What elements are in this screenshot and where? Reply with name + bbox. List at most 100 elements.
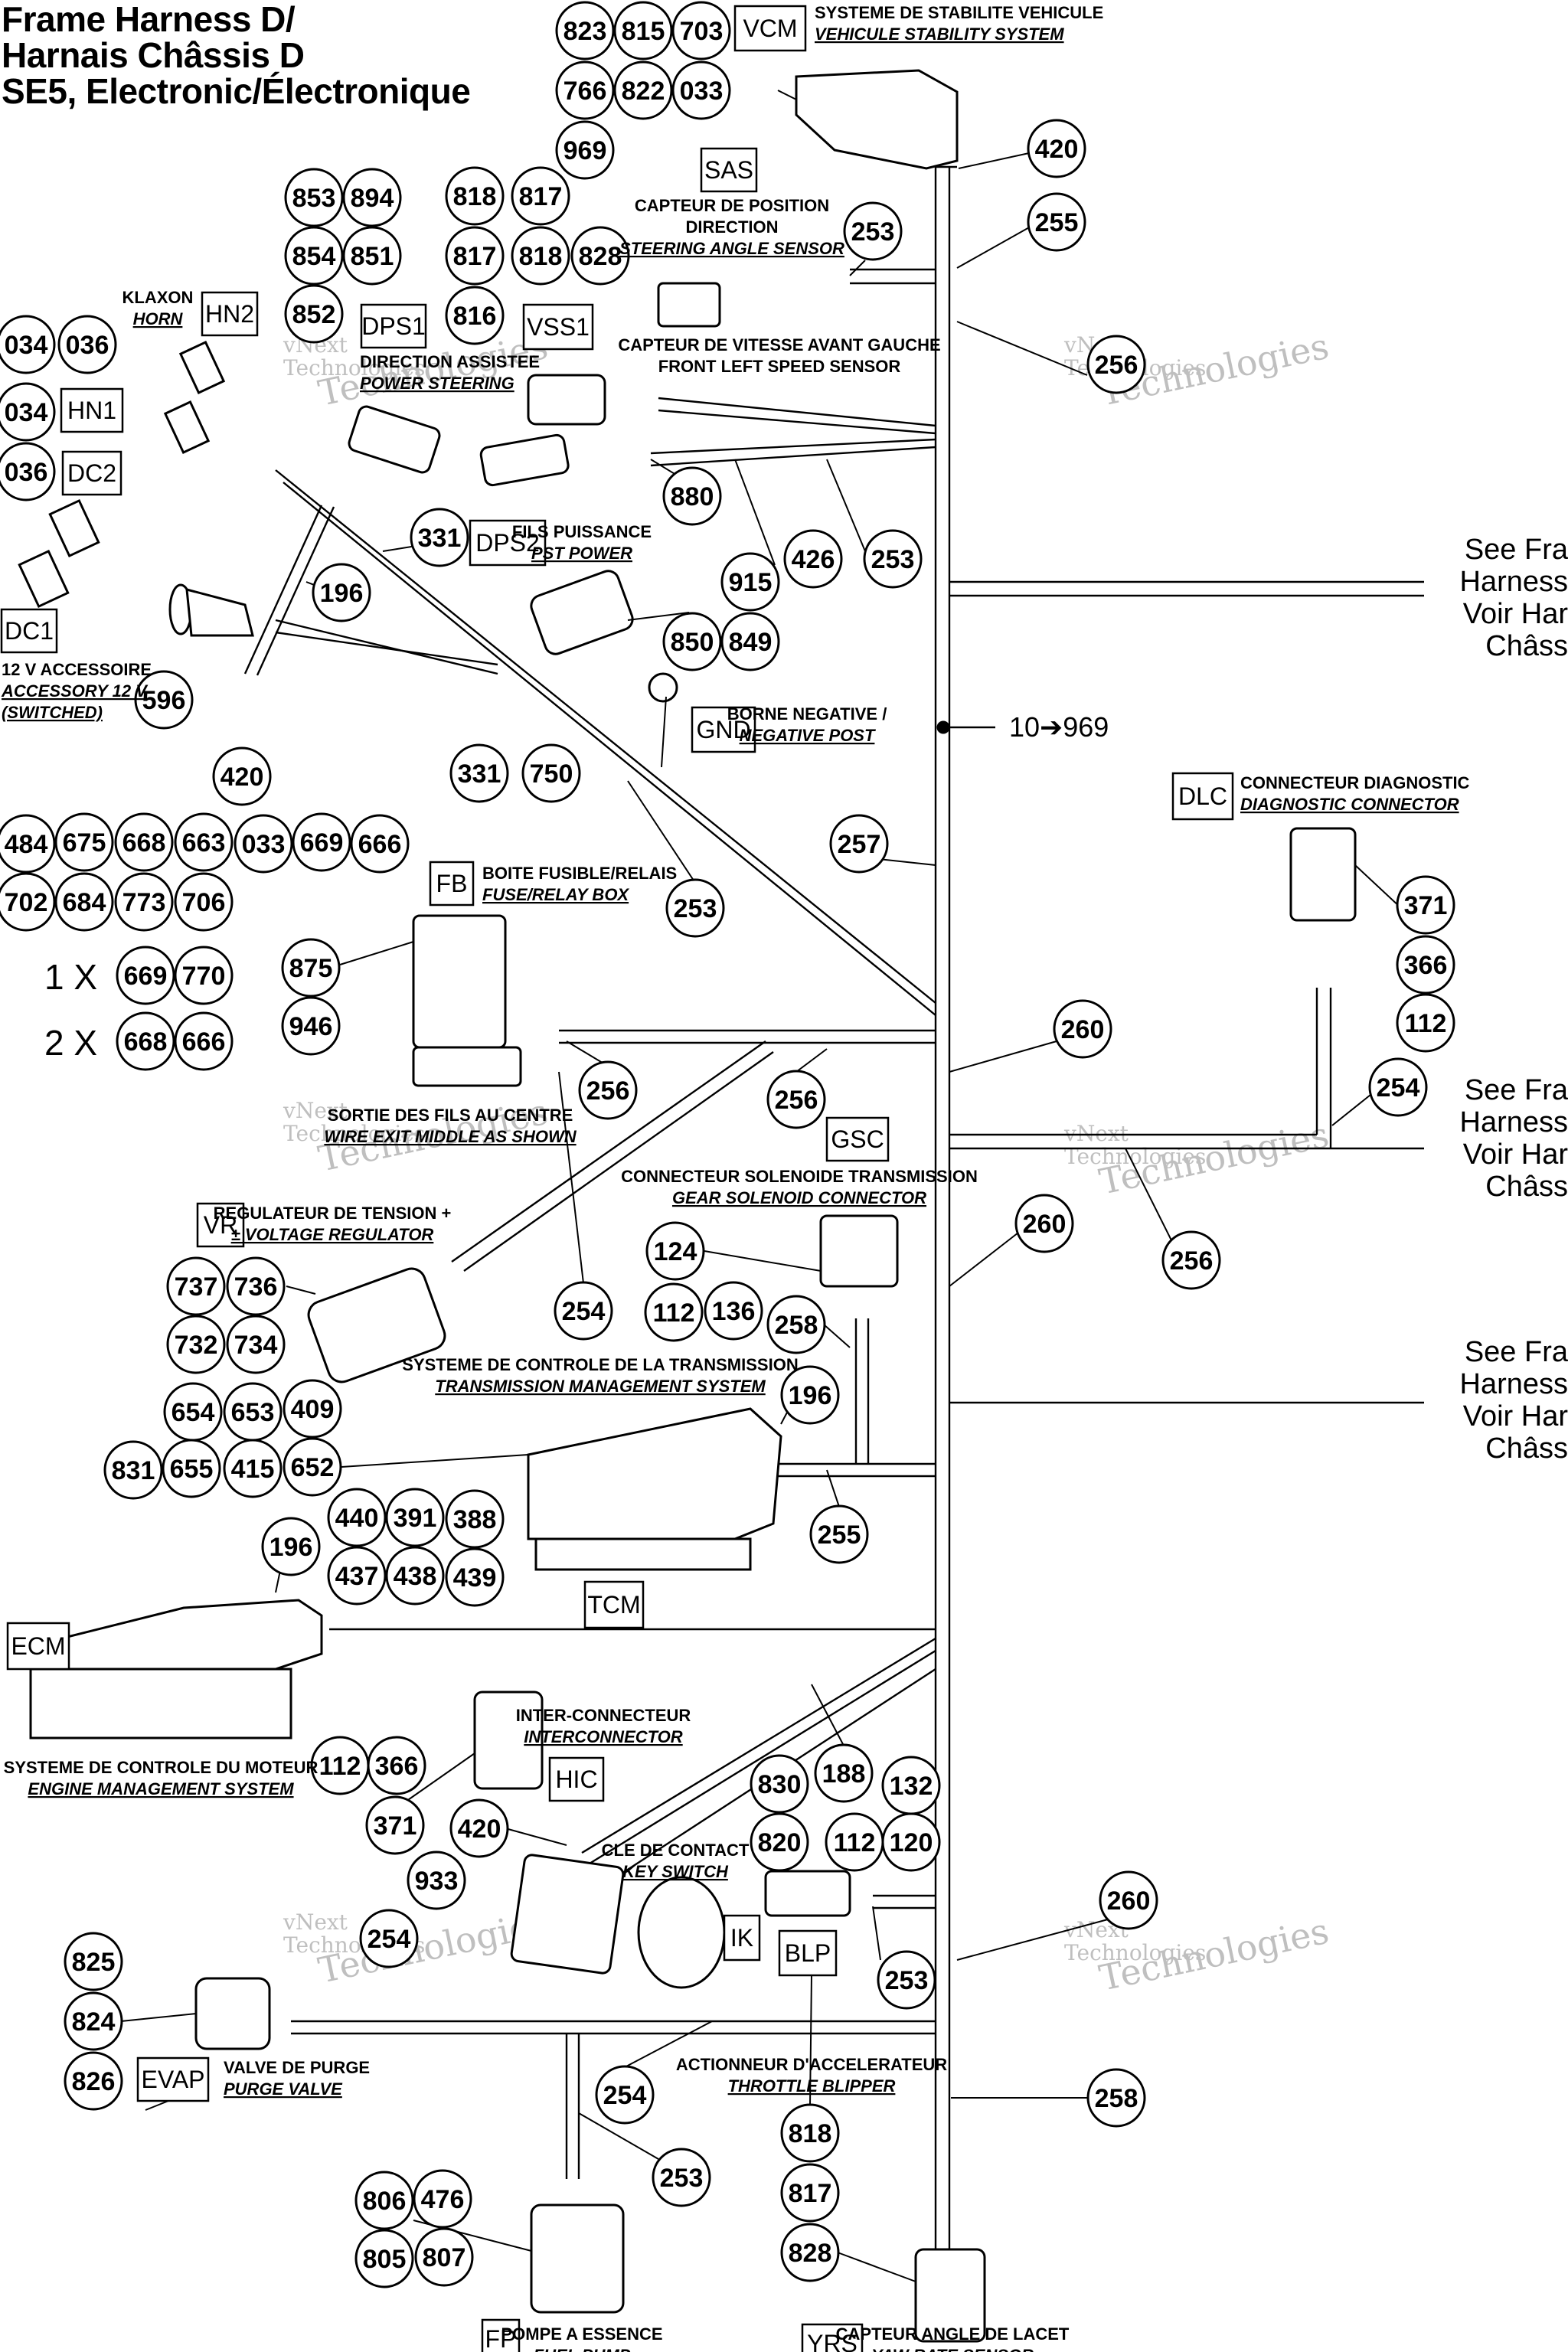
component-code-box: ECM: [6, 1622, 70, 1671]
part-bubble: 666: [350, 814, 410, 874]
part-bubble: 822: [613, 60, 673, 120]
component-code: DC2: [67, 459, 116, 487]
part-number: 033: [242, 830, 286, 859]
part-bubble: 253: [877, 1950, 936, 2010]
component-code: IK: [730, 1924, 753, 1952]
part-number: 736: [234, 1272, 278, 1302]
component-code-box: HN2: [201, 291, 259, 337]
label-french: CLE DE CONTACT: [602, 1841, 750, 1860]
see-note-line: Voir Har: [1463, 598, 1568, 630]
component-code: GND: [696, 716, 750, 743]
part-number: 875: [289, 954, 333, 983]
part-number: 849: [729, 628, 773, 657]
label-english: FRONT LEFT SPEED SENSOR: [658, 357, 901, 376]
label-french: CAPTEUR DE POSITION: [635, 196, 829, 215]
harness-wires: [243, 165, 1424, 2320]
part-bubble: 703: [671, 1, 731, 60]
component-code-box: HIC: [548, 1756, 605, 1802]
part-number: 196: [320, 579, 364, 608]
part-bubble: 820: [750, 1812, 809, 1872]
part-bubble: 366: [367, 1736, 426, 1795]
part-bubble: 669: [292, 812, 351, 872]
part-number: 703: [680, 17, 724, 46]
part-bubble: 388: [445, 1489, 505, 1549]
part-bubble: 663: [174, 812, 234, 872]
part-number: 253: [885, 1966, 929, 1995]
part-bubble: 815: [613, 1, 673, 60]
label-french: KLAXON: [122, 288, 194, 307]
part-bubble: 033: [234, 814, 293, 874]
component-code: BLP: [785, 1939, 831, 1967]
part-number: 426: [792, 545, 835, 574]
label-english: INTERCONNECTOR: [524, 1727, 682, 1746]
part-bubble: 409: [283, 1379, 342, 1439]
part-bubble: 736: [226, 1256, 286, 1316]
component-code-box: FB: [429, 861, 475, 906]
component-code-box: BLP: [778, 1929, 838, 1977]
part-number: 415: [231, 1455, 275, 1484]
part-number: 915: [729, 568, 773, 597]
component-code-box: EVAP: [136, 2056, 210, 2102]
part-bubble: 371: [365, 1795, 425, 1855]
part-bubble: 253: [843, 201, 903, 261]
label-english: PURGE VALVE: [224, 2079, 343, 2099]
part-bubble: 969: [555, 120, 615, 180]
part-number: 817: [519, 182, 563, 211]
part-bubble: 036: [0, 442, 56, 501]
part-bubble: 875: [281, 938, 341, 998]
part-number: 196: [270, 1533, 313, 1562]
part-number: 256: [586, 1076, 630, 1106]
part-number: 818: [519, 242, 563, 271]
part-number: 684: [63, 888, 106, 917]
title-line-3: SE5, Electronic/Électronique: [2, 71, 471, 111]
part-bubble: 439: [445, 1547, 505, 1607]
component-code-box: DC1: [0, 608, 58, 654]
component-code: GSC: [831, 1125, 884, 1153]
label-english: ENGINE MANAGEMENT SYSTEM: [28, 1779, 294, 1798]
component-drawings: [18, 69, 1357, 2343]
see-note-line: Voir Har: [1463, 1400, 1568, 1432]
part-bubble: 112: [1396, 993, 1455, 1053]
component-label: POMPE A ESSENCEFUEL PUMP: [501, 2324, 662, 2352]
component-code-box: GND: [691, 706, 756, 753]
part-bubble: 766: [555, 60, 615, 120]
part-number: 255: [1035, 208, 1079, 237]
part-bubble: 112: [644, 1282, 704, 1342]
part-bubble: 112: [310, 1736, 370, 1795]
trunk-reference-label: 10➔969: [1009, 711, 1109, 743]
component-code: EVAP: [142, 2066, 205, 2093]
component-code: TCM: [587, 1591, 640, 1619]
part-number: 371: [1404, 891, 1448, 920]
part-number: 818: [453, 182, 497, 211]
label-english: KEY SWITCH: [622, 1862, 729, 1881]
part-number: 880: [671, 482, 714, 511]
part-number: 036: [66, 331, 109, 360]
watermark-name: Technologies: [283, 355, 425, 381]
part-number: 820: [758, 1828, 802, 1857]
part-bubble: 669: [116, 946, 175, 1005]
part-number: 391: [394, 1504, 437, 1533]
part-number: 653: [231, 1398, 275, 1427]
part-number: 258: [775, 1311, 818, 1340]
part-number: 253: [851, 217, 895, 247]
part-number: 816: [453, 302, 497, 331]
part-number: 854: [292, 242, 336, 271]
component-code: YRS: [807, 2330, 858, 2352]
label-english: POWER STEERING: [360, 374, 514, 393]
see-note-line: Voir Har: [1463, 1138, 1568, 1171]
label-english: WIRE EXIT MIDDLE AS SHOWN: [324, 1127, 577, 1146]
component-code-box: VR: [196, 1202, 245, 1248]
component-code-box: YRS: [801, 2323, 864, 2352]
label-french: POMPE A ESSENCE: [501, 2324, 662, 2344]
part-number: 254: [562, 1297, 606, 1326]
component-code-box: TCM: [583, 1580, 645, 1629]
part-number: 817: [789, 2179, 832, 2208]
